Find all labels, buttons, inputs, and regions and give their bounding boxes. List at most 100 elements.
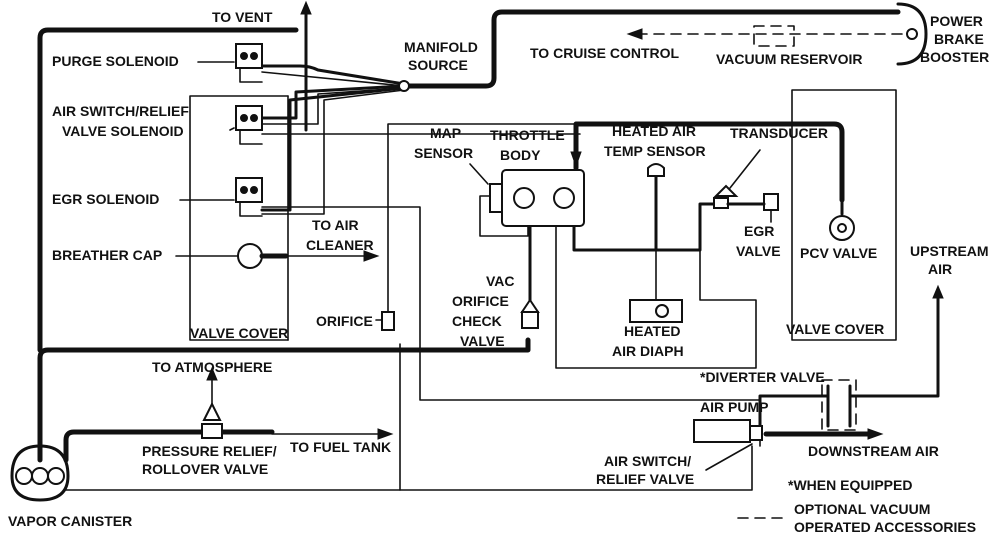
fuel-tank-arrowhead [377,428,394,440]
label-diverter-valve: *DIVERTER VALVE [700,369,825,385]
label-power-1: POWER [930,13,983,29]
egr-solenoid [235,177,263,217]
label-when-equipped: *WHEN EQUIPPED [788,477,912,493]
relief-vent-arrowhead [206,366,218,381]
label-map-2: SENSOR [414,145,473,161]
label-map-1: MAP [430,125,461,141]
orifice [381,311,395,331]
label-egr-valve-2: VALVE [736,243,781,259]
throttle-arrowhead [570,151,582,168]
label-power-2: BRAKE [934,31,984,47]
throttle-body-hose-2 [387,123,577,331]
label-downstream-air: DOWNSTREAM AIR [808,443,939,459]
air-switch-valve-pointer [705,443,753,471]
brake-booster-hose [401,9,901,89]
label-manifold-2: SOURCE [408,57,468,73]
label-vac-4: VALVE [460,333,505,349]
label-vac-2: ORIFICE [452,293,509,309]
purge-solenoid [235,43,263,83]
map-pointer [469,163,489,185]
label-vac-3: CHECK [452,313,502,329]
air-switch-pointer [229,127,235,131]
label-air-switch-valve-2: RELIEF VALVE [596,471,694,487]
label-throttle-1: THROTTLE [490,127,565,143]
egr-solenoid-hose [260,86,406,212]
purge-solenoid-hose-2 [261,71,405,87]
heated-air-hose [572,174,658,252]
label-to-fuel-tank: TO FUEL TANK [290,439,391,455]
transducer [713,184,739,209]
diverter-valve [821,379,857,431]
breather-cap [237,243,289,269]
atmosphere-hose [37,337,531,463]
canister-purge-hose [37,27,299,49]
label-upstream-2: AIR [928,261,952,277]
label-to-air-2: CLEANER [306,237,374,253]
valve-cover-left [189,95,289,341]
transducer-hose [654,202,722,252]
label-orifice: ORIFICE [316,313,373,329]
air-switch-solenoid-hose [260,84,406,120]
vacuum-reservoir [753,25,795,47]
label-heated-diaph-1: HEATED [624,323,681,339]
label-optional-2: OPERATED ACCESSORIES [794,519,976,535]
transducer-pointer [729,149,761,189]
upstream-hose [848,294,940,398]
label-to-vent: TO VENT [212,9,273,25]
label-vacuum-reservoir: VACUUM RESERVOIR [716,51,863,67]
pcv-valve [829,215,855,241]
label-breather-cap: BREATHER CAP [52,247,162,263]
purge-solenoid-hose [260,64,406,86]
label-egr-solenoid: EGR SOLENOID [52,191,159,207]
label-purge-solenoid: PURGE SOLENOID [52,53,179,69]
label-egr-valve-1: EGR [744,223,774,239]
pressure-relief-rollover-valve [201,401,223,439]
label-power-3: BOOSTER [920,49,989,65]
downstream-arrowhead [867,428,884,440]
power-brake-booster [896,2,928,66]
egr-valve [726,193,779,223]
label-vapor-canister: VAPOR CANISTER [8,513,132,529]
label-pressure-2: ROLLOVER VALVE [142,461,268,477]
upstream-arrowhead [932,284,944,299]
egr-solenoid-hose-2 [261,89,405,215]
cruise-arrowhead [626,28,643,40]
fuel-tank-hose [63,429,275,463]
valve-cover-right [791,89,897,341]
air-switch-return [399,445,753,491]
label-heated-diaph-2: AIR DIAPH [612,343,684,359]
label-pressure-1: PRESSURE RELIEF/ [142,443,277,459]
throttle-body-hose [573,121,845,203]
map-sensor [489,183,503,213]
label-to-atmosphere: TO ATMOSPHERE [152,359,272,375]
vapor-canister [10,444,70,502]
label-air-switch-relief-2: VALVE SOLENOID [62,123,184,139]
label-air-pump: AIR PUMP [700,399,768,415]
label-air-switch-relief-1: AIR SWITCH/RELIEF [52,103,189,119]
air-pump [693,419,763,443]
label-pcv-valve: PCV VALVE [800,245,877,261]
label-manifold-1: MANIFOLD [404,39,478,55]
label-upstream-1: UPSTREAM [910,243,989,259]
diverter-signal-hose [555,225,757,369]
label-air-switch-valve-1: AIR SWITCH/ [604,453,691,469]
air-switch-solenoid [235,105,263,145]
air-pump-hose [758,394,830,432]
label-valve-cover-right: VALVE COVER [786,321,884,337]
label-to-air-1: TO AIR [312,217,359,233]
label-to-cruise-control: TO CRUISE CONTROL [530,45,680,61]
label-valve-cover-left: VALVE COVER [190,325,288,341]
map-sensor-hose [479,195,529,237]
vac-orifice-check-valve [520,298,540,329]
heated-air-temp-sensor [647,163,665,177]
label-optional-1: OPTIONAL VACUUM [794,501,930,517]
throttle-body [501,169,585,227]
heated-air-diaph [629,299,683,323]
label-heated-air-2: TEMP SENSOR [604,143,706,159]
label-transducer: TRANSDUCER [730,125,828,141]
label-heated-air-1: HEATED AIR [612,123,696,139]
vent-arrowhead [300,0,312,15]
manifold-source-fitting [398,80,410,92]
